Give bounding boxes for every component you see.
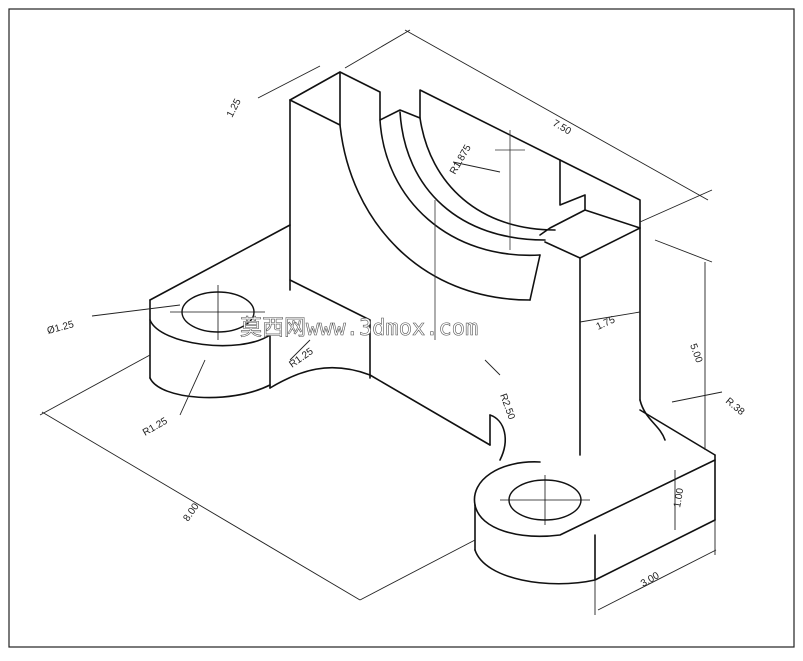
cradle-lip [529, 254, 541, 301]
leader-r125-outer [179, 359, 206, 416]
right-boss-top-front [474, 459, 716, 538]
base-front-left [269, 366, 491, 446]
base-back-left [149, 224, 291, 301]
cradle-back-arc [419, 117, 556, 231]
base-right-top [639, 409, 716, 456]
upright-top-back [289, 71, 561, 161]
ext-top-left [344, 29, 411, 69]
base-inner-step [289, 279, 371, 379]
dimline-750 [404, 29, 709, 201]
left-boss-top-front [149, 319, 271, 347]
center-lines [434, 130, 525, 340]
leader-r1875 [452, 161, 501, 173]
upright-top-left-face [289, 71, 341, 126]
dimline-800 [41, 411, 361, 601]
cradle-outer-arc [339, 124, 531, 301]
dim-top-750: 7.50 [551, 118, 574, 137]
dim-r38: R.38 [723, 396, 747, 418]
dim-175: 1.75 [595, 314, 618, 332]
dimline-125 [257, 65, 321, 99]
drawing-border [8, 8, 795, 648]
dimension-lines [39, 29, 723, 615]
dim-top-125: 1.25 [225, 97, 244, 120]
part-outline [149, 71, 716, 585]
dim-r125-inner: R1.25 [287, 346, 316, 371]
ext-top-right [639, 189, 713, 223]
leader-r125-inner [289, 339, 311, 361]
ext-height-top [654, 239, 713, 263]
leader-r38 [671, 391, 723, 403]
dimline-175 [579, 311, 641, 323]
dimline-300 [597, 549, 717, 611]
leader-left-dia [91, 304, 181, 317]
right-notch [539, 159, 586, 236]
right-boss-bottom [474, 519, 716, 585]
dim-left-dia: Ø1.25 [46, 319, 76, 337]
right-top-back [559, 159, 641, 229]
cradle-inner-arc [379, 119, 541, 257]
right-block-top [544, 209, 641, 259]
dim-300: 3.00 [639, 570, 662, 589]
holes [170, 285, 590, 525]
right-boss-top-back [473, 461, 541, 506]
watermark-text: 莫西网www.3dmox.com [240, 316, 478, 341]
dimension-labels: 1.25 7.50 R1.875 Ø1.25 R1.25 R1.25 R2.50… [46, 97, 747, 590]
dim-r1875: R1.875 [448, 143, 474, 177]
leader-r250 [484, 359, 501, 376]
dim-500: 5.00 [687, 342, 704, 364]
ext-base-right [359, 539, 476, 601]
dim-100: 1.00 [672, 487, 686, 509]
left-boss-bottom [149, 377, 271, 399]
right-boss-fillet [489, 414, 506, 461]
fillet-r38 [639, 399, 666, 441]
dim-r250: R2.50 [497, 392, 517, 421]
ext-base-left [39, 354, 151, 416]
cradle-r1875-arc [399, 111, 546, 241]
dim-r125-outer: R1.25 [141, 416, 170, 439]
